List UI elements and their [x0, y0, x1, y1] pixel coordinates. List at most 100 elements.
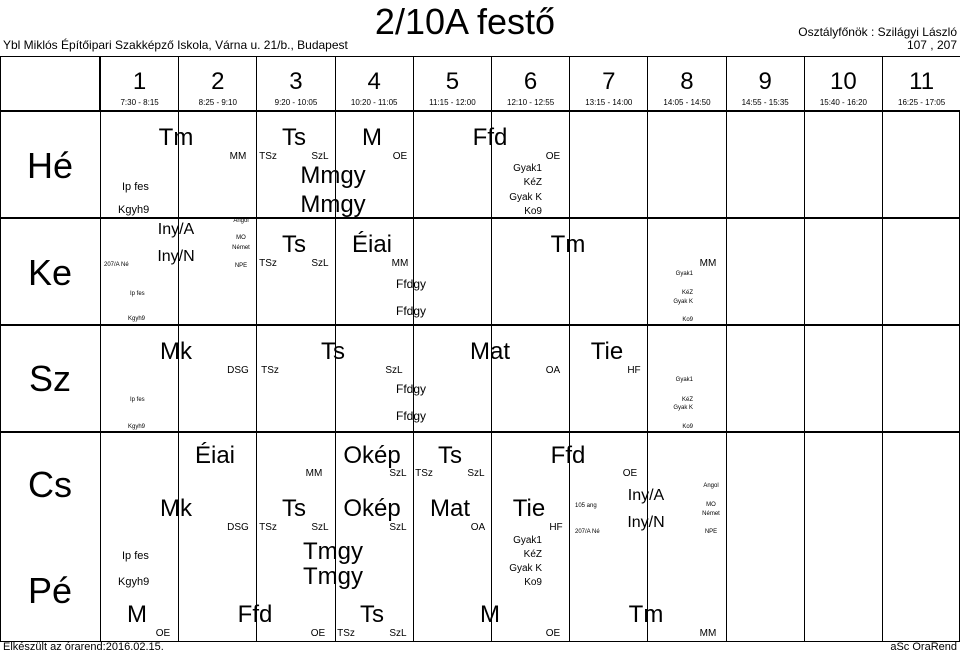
group-label: Ip fes: [122, 181, 149, 193]
lesson-teacher: SzL: [311, 522, 329, 533]
period-header-4: 4 10:20 - 11:05: [334, 56, 414, 111]
lesson-teacher: NPE: [234, 263, 248, 269]
lesson-teacher: SzL: [311, 258, 329, 269]
group-label: Ko9: [524, 577, 542, 588]
lesson-subject: Ffd: [550, 442, 586, 469]
lesson-subject: Tie: [512, 495, 546, 522]
group-label: Gyak1: [513, 163, 542, 174]
lesson-teacher: MO: [236, 235, 246, 241]
group-label: Ip fes: [130, 291, 145, 297]
day-label-fri: Pé: [27, 570, 73, 611]
period-number: 5: [445, 68, 460, 95]
period-number: 2: [211, 68, 225, 95]
lesson-subject: Éiai: [194, 442, 236, 469]
lesson-subject: Iny/A: [157, 221, 195, 238]
lesson-subject: Mmgy: [300, 162, 366, 189]
day-label-mon: Hé: [26, 145, 74, 186]
period-number: 8: [680, 68, 694, 95]
grid-line: [647, 111, 649, 642]
lesson-teacher: NPE: [704, 529, 718, 535]
period-number: 4: [367, 68, 381, 95]
lesson-subject: Tmgy: [303, 563, 363, 590]
group-label: KéZ: [523, 549, 542, 560]
period-header-8: 8 14:05 - 14:50: [647, 56, 727, 111]
lesson-teacher: Német: [702, 511, 720, 517]
lesson-teacher: SzL: [385, 365, 403, 376]
grid-line: [100, 111, 101, 642]
lesson-teacher: MM: [305, 468, 323, 479]
corner-cell: [0, 56, 100, 111]
group-label: Gyak1: [513, 535, 542, 546]
day-label-tue: Ke: [27, 252, 73, 293]
lesson-subject: Ts: [360, 601, 384, 628]
period-time: 10:20 - 11:05: [350, 98, 398, 107]
grid-line: [882, 111, 883, 642]
period-header-5: 5 11:15 - 12:00: [412, 56, 492, 111]
period-number: 9: [758, 68, 772, 95]
period-time: 11:15 - 12:00: [429, 98, 476, 107]
group-label: Kgyh9: [128, 316, 146, 322]
lesson-subject: Iny/N: [627, 514, 665, 531]
group-label: Ip fes: [122, 550, 149, 562]
room-label: 207/A Né: [575, 529, 600, 535]
lesson-subject: M: [362, 124, 382, 151]
lesson-subject: Ts: [438, 442, 462, 469]
grid-line: [725, 111, 727, 642]
lesson-subject: Mat: [429, 495, 471, 522]
lesson-subject: Ffdgy: [395, 304, 427, 318]
lesson-subject: Tm: [158, 124, 194, 151]
lesson-subject: Mk: [160, 495, 192, 522]
lesson-teacher: Angol: [233, 218, 249, 224]
group-label: Gyak1: [675, 377, 693, 383]
group-label: Gyak K: [509, 563, 542, 574]
lesson-teacher: OA: [470, 522, 486, 533]
lesson-group: TSz: [415, 468, 433, 479]
grid-line: [491, 111, 492, 642]
group-label: Ip fes: [130, 397, 145, 403]
period-time: 12:10 - 12:55: [507, 98, 555, 107]
lesson-teacher: OE: [622, 468, 638, 479]
lesson-subject: Ffd: [472, 124, 508, 151]
grid-line: [334, 111, 336, 642]
software-brand: aSc OraRend: [890, 641, 957, 653]
group-label: Gyak K: [509, 192, 542, 203]
lesson-teacher: OE: [545, 628, 561, 639]
lesson-group: TSz: [259, 258, 277, 269]
lesson-group: TSz: [259, 522, 277, 533]
lesson-teacher: SzL: [389, 468, 407, 479]
lesson-teacher: HF: [627, 365, 641, 376]
lesson-teacher: SzL: [311, 151, 329, 162]
lesson-teacher: MM: [229, 151, 247, 162]
lesson-teacher: SzL: [467, 468, 485, 479]
lesson-subject: Ffdgy: [395, 409, 427, 423]
page-title: 2/10A festő: [374, 1, 556, 42]
grid-line: [178, 111, 180, 642]
day-row-tue: [0, 218, 960, 325]
lesson-subject: Okép: [343, 442, 401, 469]
lesson-teacher: DSG: [227, 365, 249, 376]
lesson-group: TSz: [259, 151, 277, 162]
day-label-wed: Sz: [28, 358, 72, 399]
lesson-subject: Éiai: [351, 231, 393, 258]
day-label-thu: Cs: [28, 464, 72, 505]
period-time: 14:05 - 14:50: [663, 98, 711, 107]
lesson-teacher: OE: [545, 151, 561, 162]
lesson-subject: M: [127, 601, 147, 628]
lesson-teacher: SzL: [389, 628, 407, 639]
group-label: Gyak K: [673, 405, 693, 411]
lesson-subject: Tm: [550, 231, 586, 258]
lesson-subject: Mat: [469, 338, 511, 365]
group-label: Gyak1: [675, 271, 693, 277]
period-time: 16:25 - 17:05: [898, 98, 946, 107]
lesson-subject: Tm: [628, 601, 664, 628]
period-number: 7: [602, 68, 616, 95]
group-label: Kgyh9: [118, 204, 150, 216]
group-label: Ko9: [682, 317, 693, 323]
lesson-subject: Iny/N: [157, 248, 195, 265]
lesson-teacher: OE: [155, 628, 171, 639]
